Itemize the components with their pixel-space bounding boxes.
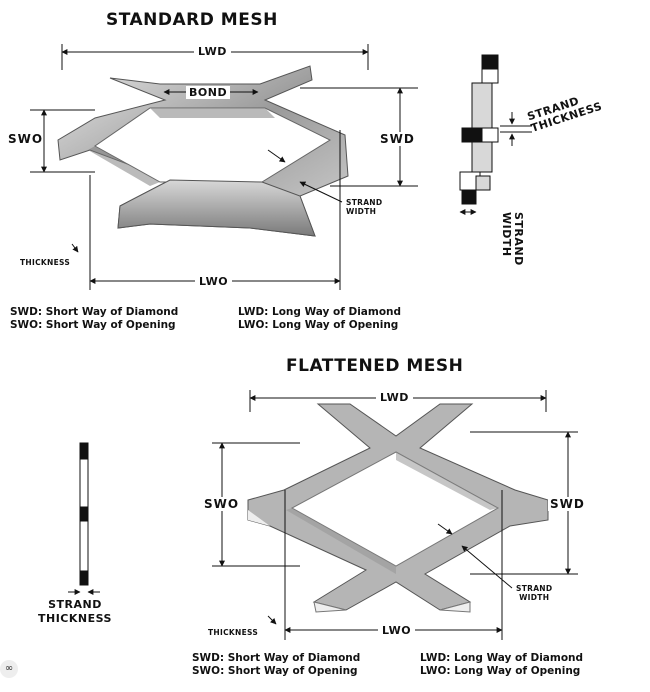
- standard-strand-width-label: STRAND WIDTH: [346, 198, 383, 216]
- flattened-mesh-shape: [247, 403, 549, 613]
- standard-legend-swo: SWO: Short Way of Opening: [10, 319, 176, 331]
- flattened-legend-swo: SWO: Short Way of Opening: [192, 665, 358, 677]
- standard-lwd-label: LWD: [194, 45, 231, 58]
- standard-legend-lwo: LWO: Long Way of Opening: [238, 319, 399, 331]
- flattened-strand-profile: [68, 442, 100, 595]
- standard-swo-label: SWO: [8, 132, 44, 146]
- standard-lwo-label: LWO: [195, 275, 233, 288]
- flattened-legend-lwo: LWO: Long Way of Opening: [420, 665, 581, 677]
- standard-legend-lwd: LWD: Long Way of Diamond: [238, 306, 402, 318]
- standard-bond-label: BOND: [186, 86, 231, 99]
- standard-profile-strand-width-label: STRAND WIDTH: [500, 212, 525, 266]
- flattened-lwo-label: LWO: [378, 624, 416, 637]
- flattened-legend-swd: SWD: Short Way of Diamond: [192, 652, 361, 664]
- standard-swd-label: SWD: [378, 132, 417, 146]
- standard-thickness-label: THICKNESS: [20, 258, 71, 267]
- standard-legend-swd: SWD: Short Way of Diamond: [10, 306, 179, 318]
- flattened-legend-lwd: LWD: Long Way of Diamond: [420, 652, 584, 664]
- standard-mesh-shape: [57, 65, 349, 237]
- standard-mesh-title: STANDARD MESH: [106, 10, 278, 30]
- flattened-profile-strand-thickness-label: STRAND THICKNESS: [38, 598, 112, 625]
- flattened-strand-width-label: STRAND WIDTH: [516, 584, 553, 602]
- flattened-lwd-label: LWD: [376, 391, 413, 404]
- flattened-swo-label: SWO: [202, 497, 242, 511]
- flattened-swd-label: SWD: [548, 497, 587, 511]
- link-icon[interactable]: ∞: [0, 660, 18, 678]
- flattened-mesh-title: FLATTENED MESH: [286, 356, 464, 376]
- standard-strand-profile: [459, 54, 532, 215]
- flattened-thickness-label: THICKNESS: [208, 628, 259, 637]
